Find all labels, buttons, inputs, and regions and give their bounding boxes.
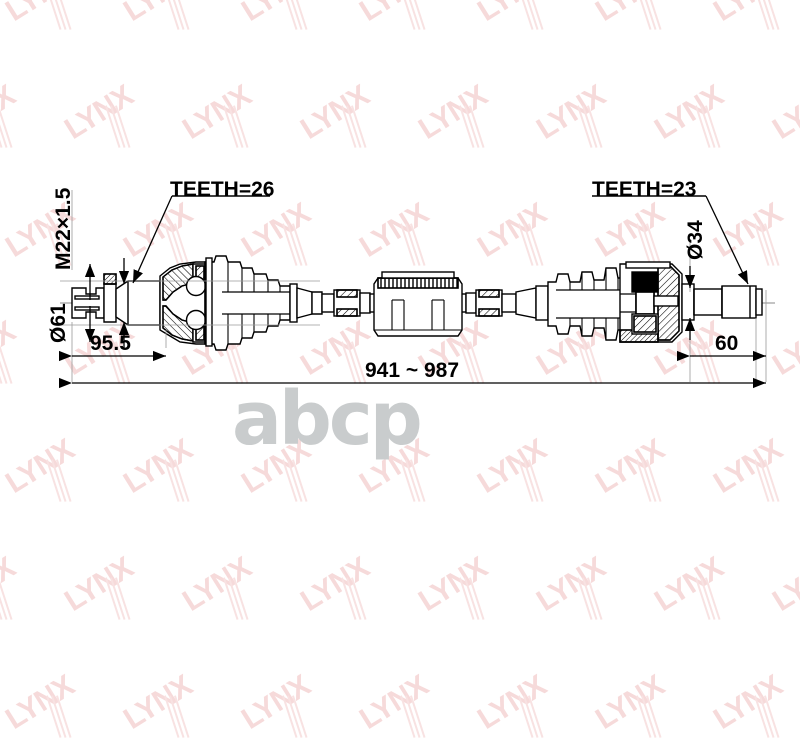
lynx-watermark-stroke — [405, 695, 421, 738]
lynx-watermark-stroke — [636, 695, 652, 738]
left-boot-small-clamp — [289, 283, 298, 323]
right-tripod-joint — [619, 261, 683, 343]
left-threaded-stub — [71, 287, 105, 319]
lynx-watermark-stroke — [523, 695, 539, 738]
label-overall-length: 941 ~ 987 — [365, 359, 460, 382]
lynx-watermark-stroke — [646, 695, 662, 738]
lynx-watermark-stroke — [518, 695, 534, 738]
lynx-watermark: LYNX — [0, 669, 80, 736]
right-output-shaft — [681, 283, 763, 321]
left-splined-shaft — [115, 280, 161, 326]
lynx-watermark-stroke — [287, 695, 303, 738]
lynx-watermark: LYNX — [354, 669, 434, 736]
lynx-watermark: LYNX — [708, 669, 788, 736]
lynx-watermark-stroke — [282, 695, 298, 738]
leader-teeth-26 — [132, 195, 270, 284]
lynx-watermark-stroke — [764, 695, 780, 738]
lynx-watermark-stroke — [400, 695, 416, 738]
label-right-length: 60 — [715, 332, 739, 355]
lynx-watermark-stroke — [528, 695, 544, 738]
intermediate-shaft-left — [321, 289, 371, 317]
lynx-watermark-stroke — [410, 695, 426, 738]
lynx-watermark-stroke — [754, 695, 770, 738]
label-left-diameter: Ø61 — [47, 303, 70, 343]
left-cv-boot — [205, 255, 291, 351]
lynx-watermark-stroke — [56, 695, 72, 738]
lynx-watermark: LYNX — [472, 669, 552, 736]
abcp-watermark: abcp — [232, 376, 423, 462]
lynx-watermark-stroke — [164, 695, 180, 738]
lynx-watermark-stroke — [46, 695, 62, 738]
centre-damper — [369, 271, 467, 337]
leader-teeth-23 — [592, 195, 749, 285]
label-thread-spec: M22×1.5 — [52, 187, 75, 270]
label-right-teeth: TEETH=23 — [592, 178, 697, 201]
lynx-watermark-stroke — [174, 695, 190, 738]
right-shaft-taper — [515, 285, 549, 321]
driveshaft-technical-drawing — [59, 190, 775, 389]
label-left-teeth: TEETH=26 — [170, 178, 275, 201]
label-right-diameter: Ø34 — [684, 220, 707, 260]
lynx-watermark-stroke — [759, 695, 775, 738]
right-cv-boot — [547, 267, 629, 341]
label-left-length: 95.5 — [90, 332, 131, 355]
lynx-watermark-stroke — [641, 695, 657, 738]
intermediate-shaft-right — [465, 289, 517, 317]
lynx-watermark-stroke — [169, 695, 185, 738]
left-nut-collar — [103, 273, 117, 323]
lynx-watermark-stroke — [292, 695, 308, 738]
lynx-watermark: LYNX — [590, 669, 670, 736]
lynx-watermark: LYNX — [236, 669, 316, 736]
lynx-watermark: LYNX — [118, 669, 198, 736]
lynx-watermark-stroke — [51, 695, 67, 738]
left-shaft-taper — [296, 287, 323, 319]
